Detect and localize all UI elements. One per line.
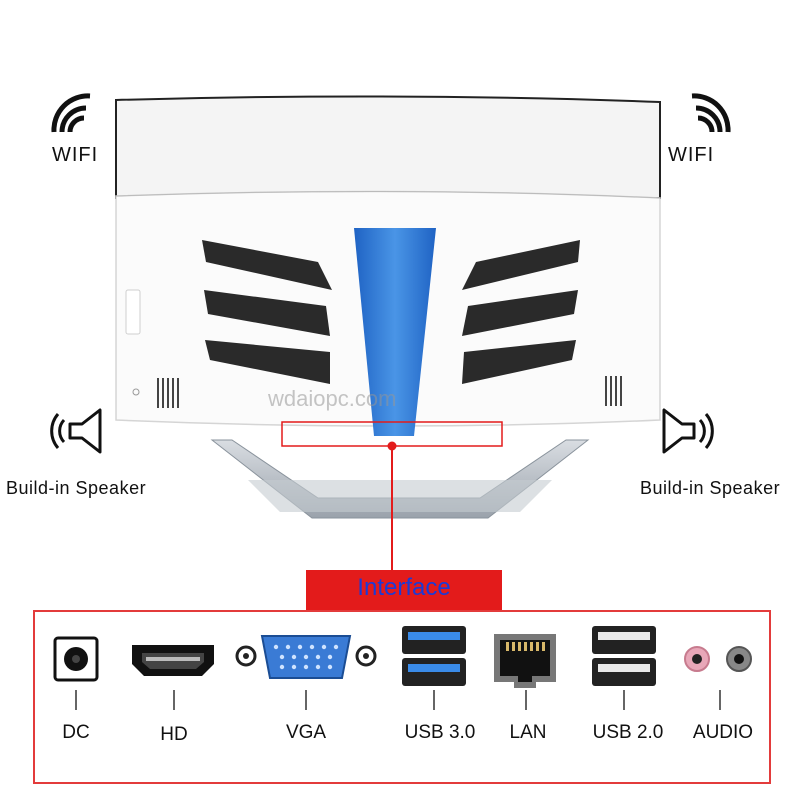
port-tick: [623, 690, 625, 710]
wifi-label-left: WIFI: [52, 144, 99, 166]
left-vents: [202, 240, 332, 384]
port-label-lan: LAN: [509, 722, 547, 743]
monitor-top: [115, 95, 661, 199]
blue-center-stripe: [354, 228, 436, 436]
wifi-icon: [691, 93, 731, 133]
port-tick: [173, 690, 175, 710]
wifi-label-right: WIFI: [668, 144, 715, 166]
right-speaker-grille: [605, 376, 622, 406]
port-label-usb2: USB 2.0: [592, 722, 664, 743]
right-vents: [462, 240, 580, 384]
left-speaker-grille: [157, 378, 179, 408]
port-label-usb3: USB 3.0: [404, 722, 476, 743]
port-tick: [433, 690, 435, 710]
speaker-icon: [50, 408, 102, 454]
speaker-icon: [662, 408, 714, 454]
vga-port-icon: [235, 635, 377, 679]
port-label-dc: DC: [62, 722, 90, 743]
audio-jack-icon: [684, 646, 752, 672]
stand: [210, 439, 590, 519]
watermark: wdaiopc.com: [268, 386, 397, 411]
lan-port-icon: [494, 634, 556, 688]
interface-title: Interface: [357, 574, 451, 601]
wifi-icon: [51, 93, 91, 133]
power-button: [132, 388, 140, 396]
port-tick: [305, 690, 307, 710]
port-tick: [75, 690, 77, 710]
port-label-audio: AUDIO: [692, 722, 754, 743]
usb3-port-icon: [402, 626, 466, 686]
port-tick: [719, 690, 721, 710]
side-slot: [125, 289, 141, 335]
usb2-port-icon: [592, 626, 656, 686]
port-label-vga: VGA: [285, 722, 327, 743]
dc-jack-icon: [53, 636, 99, 682]
port-tick: [525, 690, 527, 710]
speaker-label-left: Build-in Speaker: [6, 478, 147, 498]
speaker-label-right: Build-in Speaker: [640, 478, 781, 498]
hdmi-port-icon: [132, 645, 214, 676]
interface-tab: [306, 570, 502, 610]
port-label-hd: HD: [160, 724, 188, 745]
